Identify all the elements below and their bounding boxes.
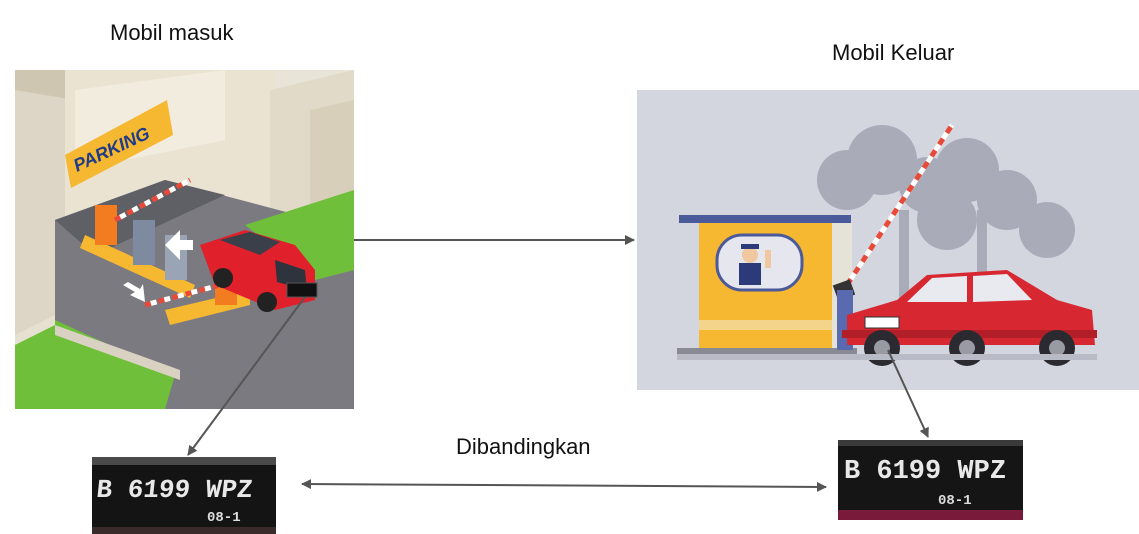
entry-label: Mobil masuk [110, 20, 234, 45]
entry-plate-crop: B 6199 WPZ 08-1 [92, 457, 276, 534]
exit-parking-illustration [637, 90, 1139, 390]
entry-parking-illustration: PARKING [15, 70, 354, 409]
entry-plate-text: B 6199 WPZ [95, 475, 254, 505]
exit-plate-crop: B 6199 WPZ 08-1 [838, 440, 1023, 520]
toll-booth [677, 215, 857, 356]
entry-plate-subtext: 08-1 [207, 510, 241, 526]
exit-plate-subtext: 08-1 [938, 493, 972, 509]
exit-label: Mobil Keluar [832, 40, 955, 65]
compare-label: Dibandingkan [456, 434, 591, 459]
exit-plate-text: B 6199 WPZ [844, 457, 1006, 487]
background-trees [817, 125, 1075, 330]
compare-double-arrow [301, 479, 827, 492]
